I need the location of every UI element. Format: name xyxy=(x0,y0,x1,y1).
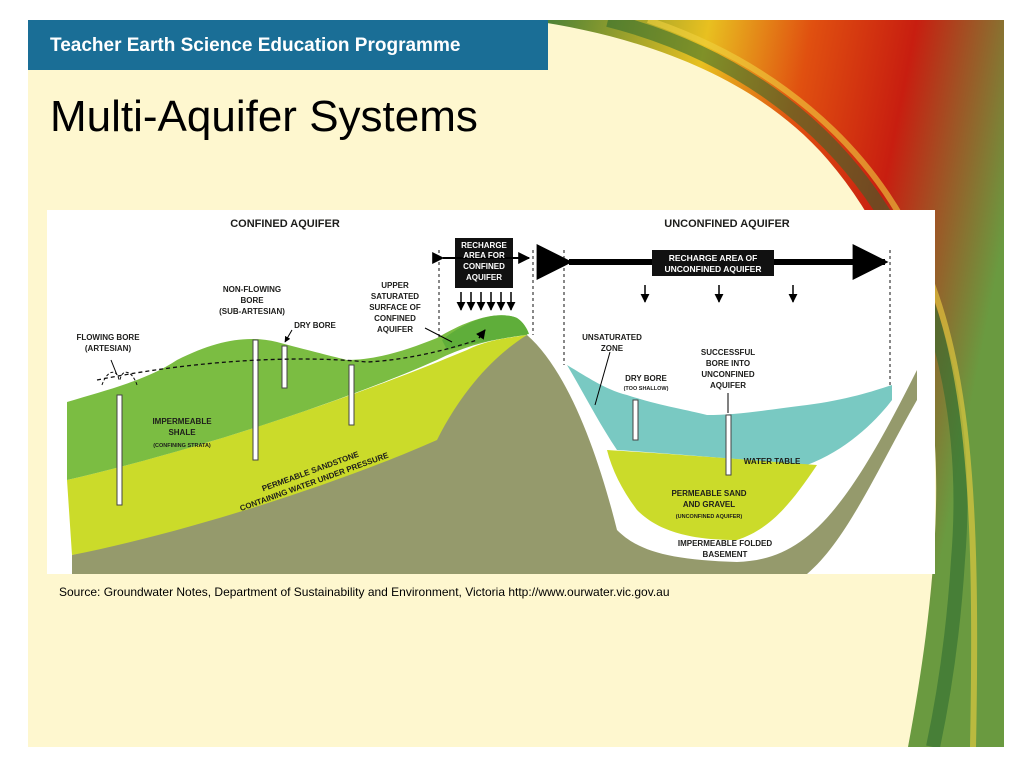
svg-text:SATURATED: SATURATED xyxy=(371,292,419,301)
recharge-confined-label: RECHARGE AREA FOR CONFINED AQUIFER xyxy=(461,241,507,282)
svg-text:AND GRAVEL: AND GRAVEL xyxy=(683,500,735,509)
svg-text:UNSATURATED: UNSATURATED xyxy=(582,333,642,342)
svg-text:AQUIFER: AQUIFER xyxy=(466,273,502,282)
svg-text:BORE: BORE xyxy=(240,296,264,305)
svg-text:PERMEABLE SAND: PERMEABLE SAND xyxy=(671,489,746,498)
leader-unsaturated xyxy=(594,351,611,406)
dry-bore-left-well xyxy=(281,345,288,389)
sand-gravel-label: PERMEABLE SAND AND GRAVEL (UNCONFINED AQ… xyxy=(671,489,746,520)
sand-gravel-layer xyxy=(607,450,817,540)
svg-text:CONFINED: CONFINED xyxy=(463,262,505,271)
piezometric-line xyxy=(96,339,478,381)
recharge-arrows-unconfined xyxy=(640,285,798,303)
recharge-unconfined-box xyxy=(652,250,774,276)
recharge-arrows-confined xyxy=(456,292,516,311)
svg-text:FLOWING BORE: FLOWING BORE xyxy=(76,333,140,342)
svg-text:RECHARGE: RECHARGE xyxy=(461,241,507,250)
leader-mound xyxy=(475,329,486,340)
sub-artesian-well xyxy=(348,364,355,426)
svg-text:ZONE: ZONE xyxy=(601,344,624,353)
svg-text:AREA FOR: AREA FOR xyxy=(463,251,505,260)
basement-label: IMPERMEABLE FOLDED BASEMENT xyxy=(678,539,772,559)
recharge-unconfined-label: RECHARGE AREA OF UNCONFINED AQUIFER xyxy=(665,253,762,274)
svg-text:(ARTESIAN): (ARTESIAN) xyxy=(85,344,132,353)
successful-bore-well xyxy=(725,414,732,476)
aquifer-diagram: CONFINED AQUIFER UNCONFINED AQUIFER RECH… xyxy=(47,210,935,574)
flowing-bore-well xyxy=(116,394,123,506)
upper-saturated-label: UPPER SATURATED SURFACE OF CONFINED AQUI… xyxy=(369,281,421,334)
svg-text:IMPERMEABLE FOLDED: IMPERMEABLE FOLDED xyxy=(678,539,772,548)
svg-text:RECHARGE AREA OF: RECHARGE AREA OF xyxy=(669,253,758,263)
leader-dry-bore-left xyxy=(284,329,293,343)
svg-text:BORE INTO: BORE INTO xyxy=(706,359,750,368)
svg-text:SURFACE OF: SURFACE OF xyxy=(369,303,421,312)
svg-text:DRY BORE: DRY BORE xyxy=(625,374,667,383)
leader-upper-saturated xyxy=(424,327,453,343)
slide-title: Multi-Aquifer Systems xyxy=(50,92,478,141)
dry-bore-right-label: DRY BORE (TOO SHALLOW) xyxy=(624,374,669,392)
svg-text:BASEMENT: BASEMENT xyxy=(703,550,748,559)
successful-bore-label: SUCCESSFUL BORE INTO UNCONFINED AQUIFER xyxy=(701,348,755,390)
impermeable-shale-label: IMPERMEABLE SHALE (CONFINING STRATA) xyxy=(152,417,212,449)
flowing-bore-fountain xyxy=(101,371,138,386)
svg-text:AQUIFER: AQUIFER xyxy=(377,325,413,334)
dry-bore-left-label: DRY BORE xyxy=(294,321,336,330)
svg-text:AQUIFER: AQUIFER xyxy=(710,381,746,390)
programme-name: Teacher Earth Science Education Programm… xyxy=(50,35,461,56)
water-table-label: WATER TABLE xyxy=(744,457,801,466)
svg-text:UPPER: UPPER xyxy=(381,281,409,290)
source-citation: Source: Groundwater Notes, Department of… xyxy=(59,585,670,599)
svg-text:NON-FLOWING: NON-FLOWING xyxy=(223,285,281,294)
non-flowing-bore-label: NON-FLOWING BORE (SUB-ARTESIAN) xyxy=(219,285,285,316)
svg-text:(TOO SHALLOW): (TOO SHALLOW) xyxy=(624,386,669,392)
leader-flowing-bore xyxy=(110,359,118,376)
non-flowing-bore-well xyxy=(252,339,259,461)
svg-text:UNCONFINED AQUIFER: UNCONFINED AQUIFER xyxy=(665,264,762,274)
unconfined-aquifer-title: UNCONFINED AQUIFER xyxy=(664,218,790,230)
svg-text:CONFINED: CONFINED xyxy=(374,314,416,323)
svg-text:(SUB-ARTESIAN): (SUB-ARTESIAN) xyxy=(219,307,285,316)
svg-text:(UNCONFINED AQUIFER): (UNCONFINED AQUIFER) xyxy=(676,514,743,520)
aquifer-cross-section: CONFINED AQUIFER UNCONFINED AQUIFER RECH… xyxy=(67,218,917,574)
svg-text:SUCCESSFUL: SUCCESSFUL xyxy=(701,348,755,357)
confined-aquifer-title: CONFINED AQUIFER xyxy=(230,218,340,230)
svg-text:(CONFINING STRATA): (CONFINING STRATA) xyxy=(153,443,211,449)
flowing-bore-label: FLOWING BORE (ARTESIAN) xyxy=(76,333,140,353)
header-bar: Teacher Earth Science Education Programm… xyxy=(28,20,548,70)
dry-bore-right-well xyxy=(632,399,639,441)
slide: Teacher Earth Science Education Programm… xyxy=(28,20,1004,747)
unsaturated-zone-label: UNSATURATED ZONE xyxy=(582,333,642,353)
svg-text:SHALE: SHALE xyxy=(168,428,196,437)
svg-text:UNCONFINED: UNCONFINED xyxy=(701,370,755,379)
sandstone-layer xyxy=(67,335,527,555)
basement-layer xyxy=(72,335,917,574)
svg-text:IMPERMEABLE: IMPERMEABLE xyxy=(152,417,212,426)
